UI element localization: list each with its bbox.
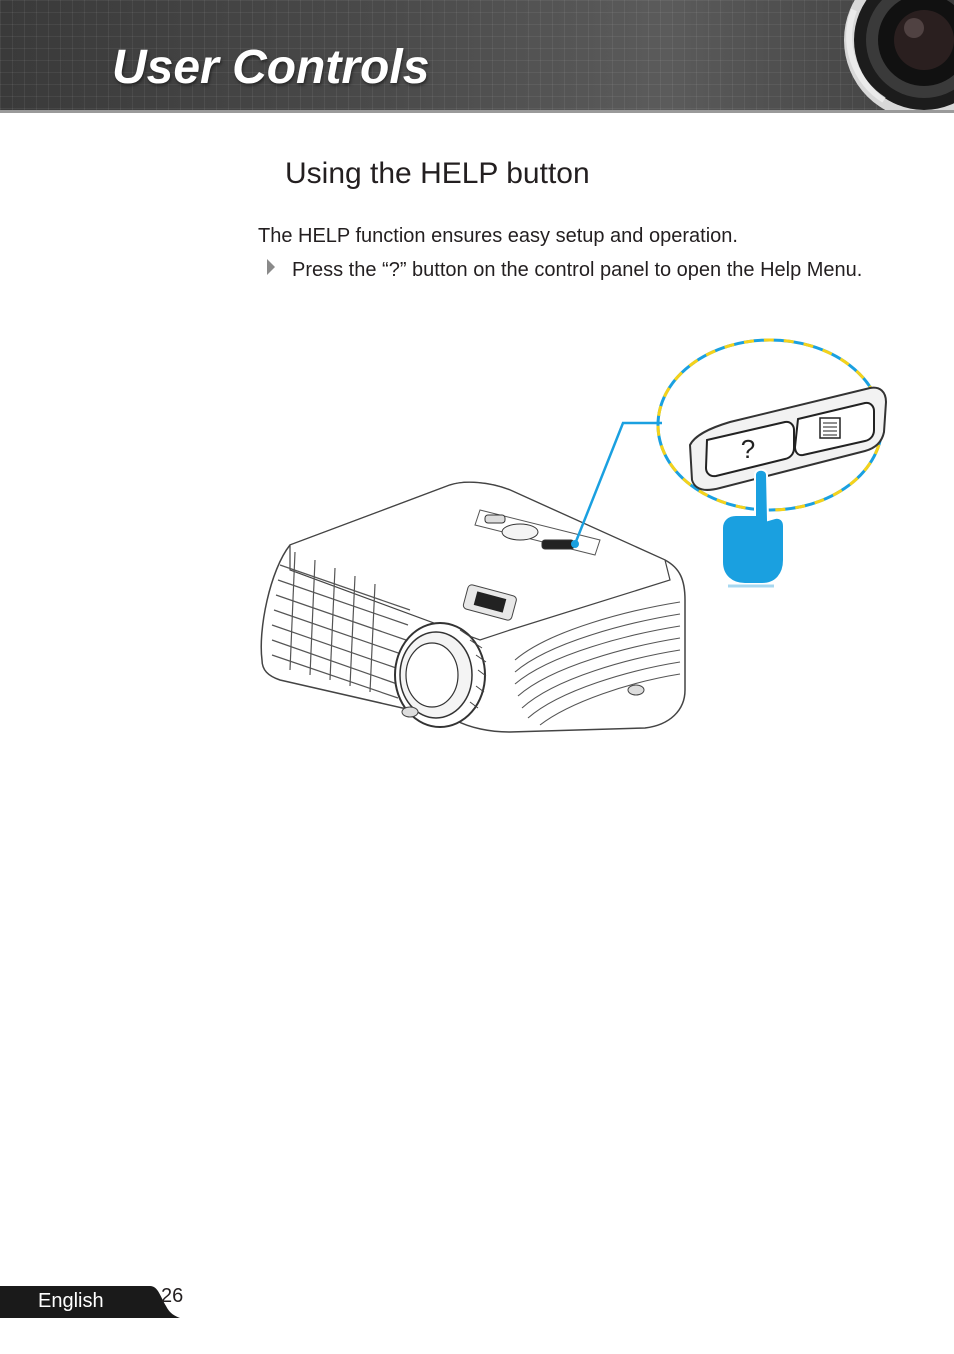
bullet-item: Press the “?” button on the control pane… (266, 256, 886, 284)
help-button-closeup: ? (688, 386, 888, 491)
control-panel (474, 509, 601, 556)
header-grid-texture (0, 0, 954, 110)
projector-help-illustration: ? (260, 338, 888, 733)
menu-button-icon (793, 401, 875, 457)
pointing-hand-icon (721, 468, 785, 588)
section-title: Using the HELP button (285, 157, 590, 190)
footer-language: English (38, 1290, 104, 1312)
header-divider (0, 110, 954, 113)
footer-tab (0, 1286, 180, 1318)
page-header: User Controls (0, 0, 954, 110)
intro-text: The HELP function ensures easy setup and… (258, 225, 738, 247)
triangle-bullet-icon (267, 259, 275, 275)
page-number: 26 (161, 1285, 184, 1307)
help-button-icon: ? (704, 420, 795, 478)
page-title: User Controls (112, 41, 430, 94)
help-button-glyph: ? (741, 434, 755, 464)
callout-line (573, 421, 662, 545)
camera-lens-icon (844, 0, 954, 110)
bullet-text: Press the “?” button on the control pane… (292, 259, 863, 281)
projector-icon (260, 481, 686, 733)
